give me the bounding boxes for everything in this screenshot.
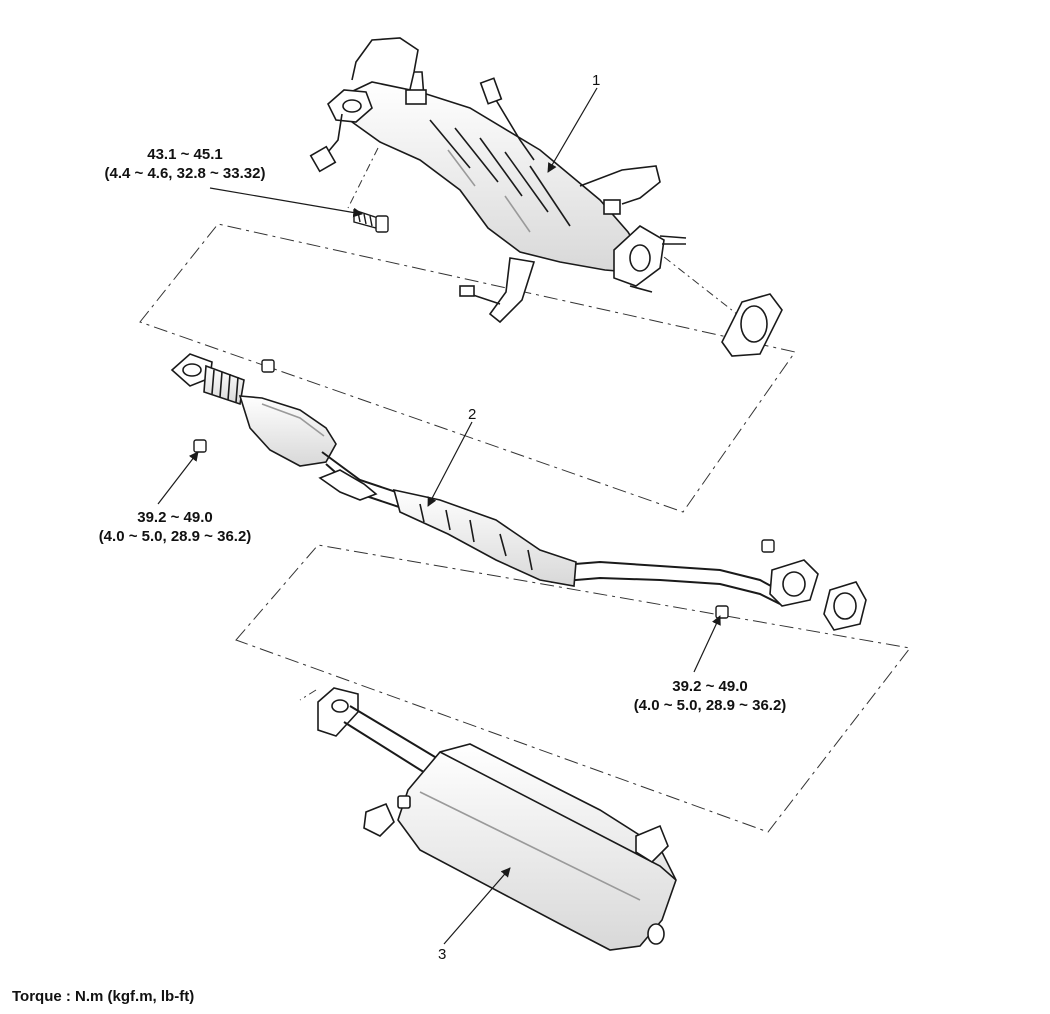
leader-part-3 — [443, 867, 511, 945]
torque-callout-converter-bolt: 43.1 ~ 45.1 (4.4 ~ 4.6, 32.8 ~ 33.32) — [80, 145, 290, 183]
center-pipe — [170, 353, 819, 607]
alignment-box-lower — [235, 544, 911, 833]
alignment-box-upper — [139, 223, 796, 513]
nut-icon-rear — [715, 539, 775, 619]
guide-line-bolt — [347, 147, 379, 209]
converter-gasket — [721, 293, 783, 357]
torque-units-note: Torque : N.m (kgf.m, lb-ft) — [12, 988, 195, 1005]
catalytic-converter — [309, 37, 687, 324]
leader-torque-front — [157, 451, 199, 505]
torque-callout-rear-nut: 39.2 ~ 49.0 (4.0 ~ 5.0, 28.9 ~ 36.2) — [600, 677, 820, 715]
torque-value-nm: 39.2 ~ 49.0 — [672, 678, 748, 695]
muffler-gasket — [823, 581, 867, 631]
guide-line-flange — [649, 245, 743, 319]
part-number-3: 3 — [438, 946, 447, 963]
torque-value-nm: 43.1 ~ 45.1 — [147, 146, 223, 163]
part-number-1: 1 — [592, 72, 601, 89]
part-number-2: 2 — [468, 406, 477, 423]
nut-icon-front — [193, 359, 275, 453]
leader-torque-rear — [693, 615, 721, 673]
torque-value-alt: (4.0 ~ 5.0, 28.9 ~ 36.2) — [98, 528, 252, 545]
leader-part-2 — [427, 421, 473, 507]
torque-value-alt: (4.0 ~ 5.0, 28.9 ~ 36.2) — [633, 697, 787, 714]
guide-line-muffler-flange — [299, 689, 317, 701]
main-muffler — [317, 687, 677, 951]
torque-callout-front-nut: 39.2 ~ 49.0 (4.0 ~ 5.0, 28.9 ~ 36.2) — [60, 508, 290, 546]
leader-part-1 — [547, 87, 598, 173]
torque-value-nm: 39.2 ~ 49.0 — [137, 509, 213, 526]
leader-torque-bolt — [209, 187, 363, 218]
torque-value-alt: (4.4 ~ 4.6, 32.8 ~ 33.32) — [104, 165, 266, 182]
